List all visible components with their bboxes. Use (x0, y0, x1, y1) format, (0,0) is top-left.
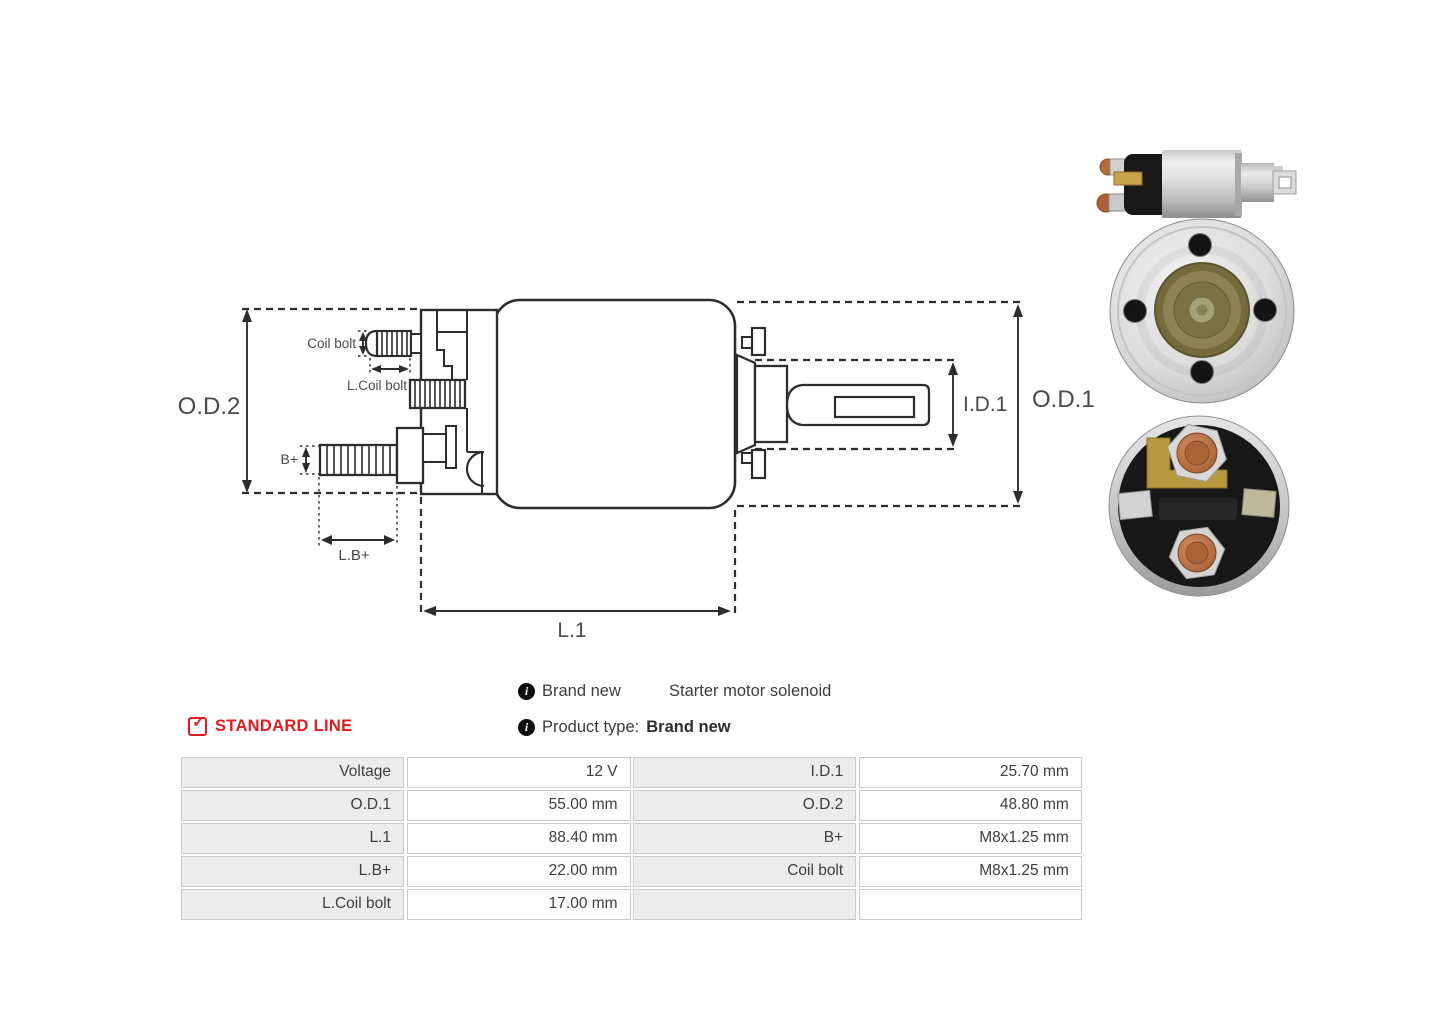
mounting-hole-top (1188, 233, 1212, 257)
checked-checkbox-icon[interactable]: ✓ (188, 715, 207, 736)
spec-key: Voltage (181, 757, 404, 788)
dashed-extension-lines (242, 300, 1024, 613)
dim-label-od2: O.D.2 (178, 393, 241, 420)
solenoid-shaft (1241, 163, 1274, 202)
spec-value: 55.00 mm (406, 790, 631, 821)
spec-value: 17.00 mm (406, 889, 631, 920)
spec-value (858, 889, 1082, 920)
spec-key: L.1 (181, 823, 404, 854)
side-tab-left (1117, 489, 1153, 521)
info-row-product-type: i Product type: Brand new (518, 718, 731, 737)
technical-diagram: O.D.2 Coil bolt L.Coil bolt B+ L.B+ L.1 … (178, 298, 1095, 642)
dotted-guide-lines (300, 330, 411, 546)
face-band (1159, 498, 1237, 520)
condition-label: Brand new (542, 682, 621, 700)
spec-key: O.D.2 (633, 790, 857, 821)
bolt-bottom-core (1185, 541, 1209, 565)
spec-key: I.D.1 (633, 757, 857, 788)
mounting-hole-left (1123, 299, 1147, 323)
standard-line-badge[interactable]: ✓ STANDARD LINE (188, 715, 353, 736)
solenoid-cylinder (1162, 150, 1241, 218)
spade-terminal (1113, 171, 1143, 186)
info-row-condition: i Brand new Starter motor solenoid (518, 682, 831, 701)
spec-value: 88.40 mm (406, 823, 631, 854)
pin-center (1196, 304, 1208, 316)
dim-label-coil-bolt: Coil bolt (307, 336, 356, 351)
dim-label-l-coil-bolt: L.Coil bolt (347, 378, 407, 393)
product-type-label: Product type: (542, 718, 640, 736)
spec-value: 12 V (406, 757, 631, 788)
spec-value: M8x1.25 mm (858, 823, 1082, 854)
info-icon: i (518, 683, 535, 700)
disc-ring (1117, 226, 1287, 396)
spec-key: B+ (633, 823, 857, 854)
mounting-hole-bottom (1190, 360, 1214, 384)
product-photo-rear-view (1108, 415, 1290, 597)
product-type-value: Brand new (646, 718, 731, 736)
dim-label-b-plus: B+ (280, 451, 298, 467)
cylinder-bevel (1235, 153, 1242, 216)
fork-hole (1278, 176, 1292, 189)
mounting-hole-right (1253, 298, 1277, 322)
dim-label-od1: O.D.1 (1032, 386, 1095, 413)
fork-notch (1273, 166, 1283, 172)
dim-label-lb-plus: L.B+ (338, 547, 370, 564)
spec-value: 48.80 mm (858, 790, 1082, 821)
product-photo-front-view (1109, 218, 1295, 404)
dim-label-l1: L.1 (557, 619, 586, 642)
spec-value: 22.00 mm (406, 856, 631, 887)
side-tab-right (1241, 488, 1277, 518)
dimension-arrowheads (242, 304, 1023, 616)
solenoid-outline (318, 298, 931, 510)
info-icon: i (518, 719, 535, 736)
product-name: Starter motor solenoid (669, 682, 832, 700)
spec-table: Voltage 12 V I.D.1 25.70 mm O.D.1 55.00 … (181, 757, 1082, 920)
dim-label-id1: I.D.1 (963, 393, 1007, 416)
spec-value: 25.70 mm (858, 757, 1082, 788)
product-photo-side-view (1096, 150, 1297, 218)
spec-key: L.Coil bolt (181, 889, 404, 920)
spec-key: Coil bolt (633, 856, 857, 887)
spec-value: M8x1.25 mm (858, 856, 1082, 887)
spec-key: L.B+ (181, 856, 404, 887)
bolt-top-core (1184, 440, 1210, 466)
standard-line-label: STANDARD LINE (215, 717, 353, 735)
spec-key: O.D.1 (181, 790, 404, 821)
spec-key (633, 889, 857, 920)
